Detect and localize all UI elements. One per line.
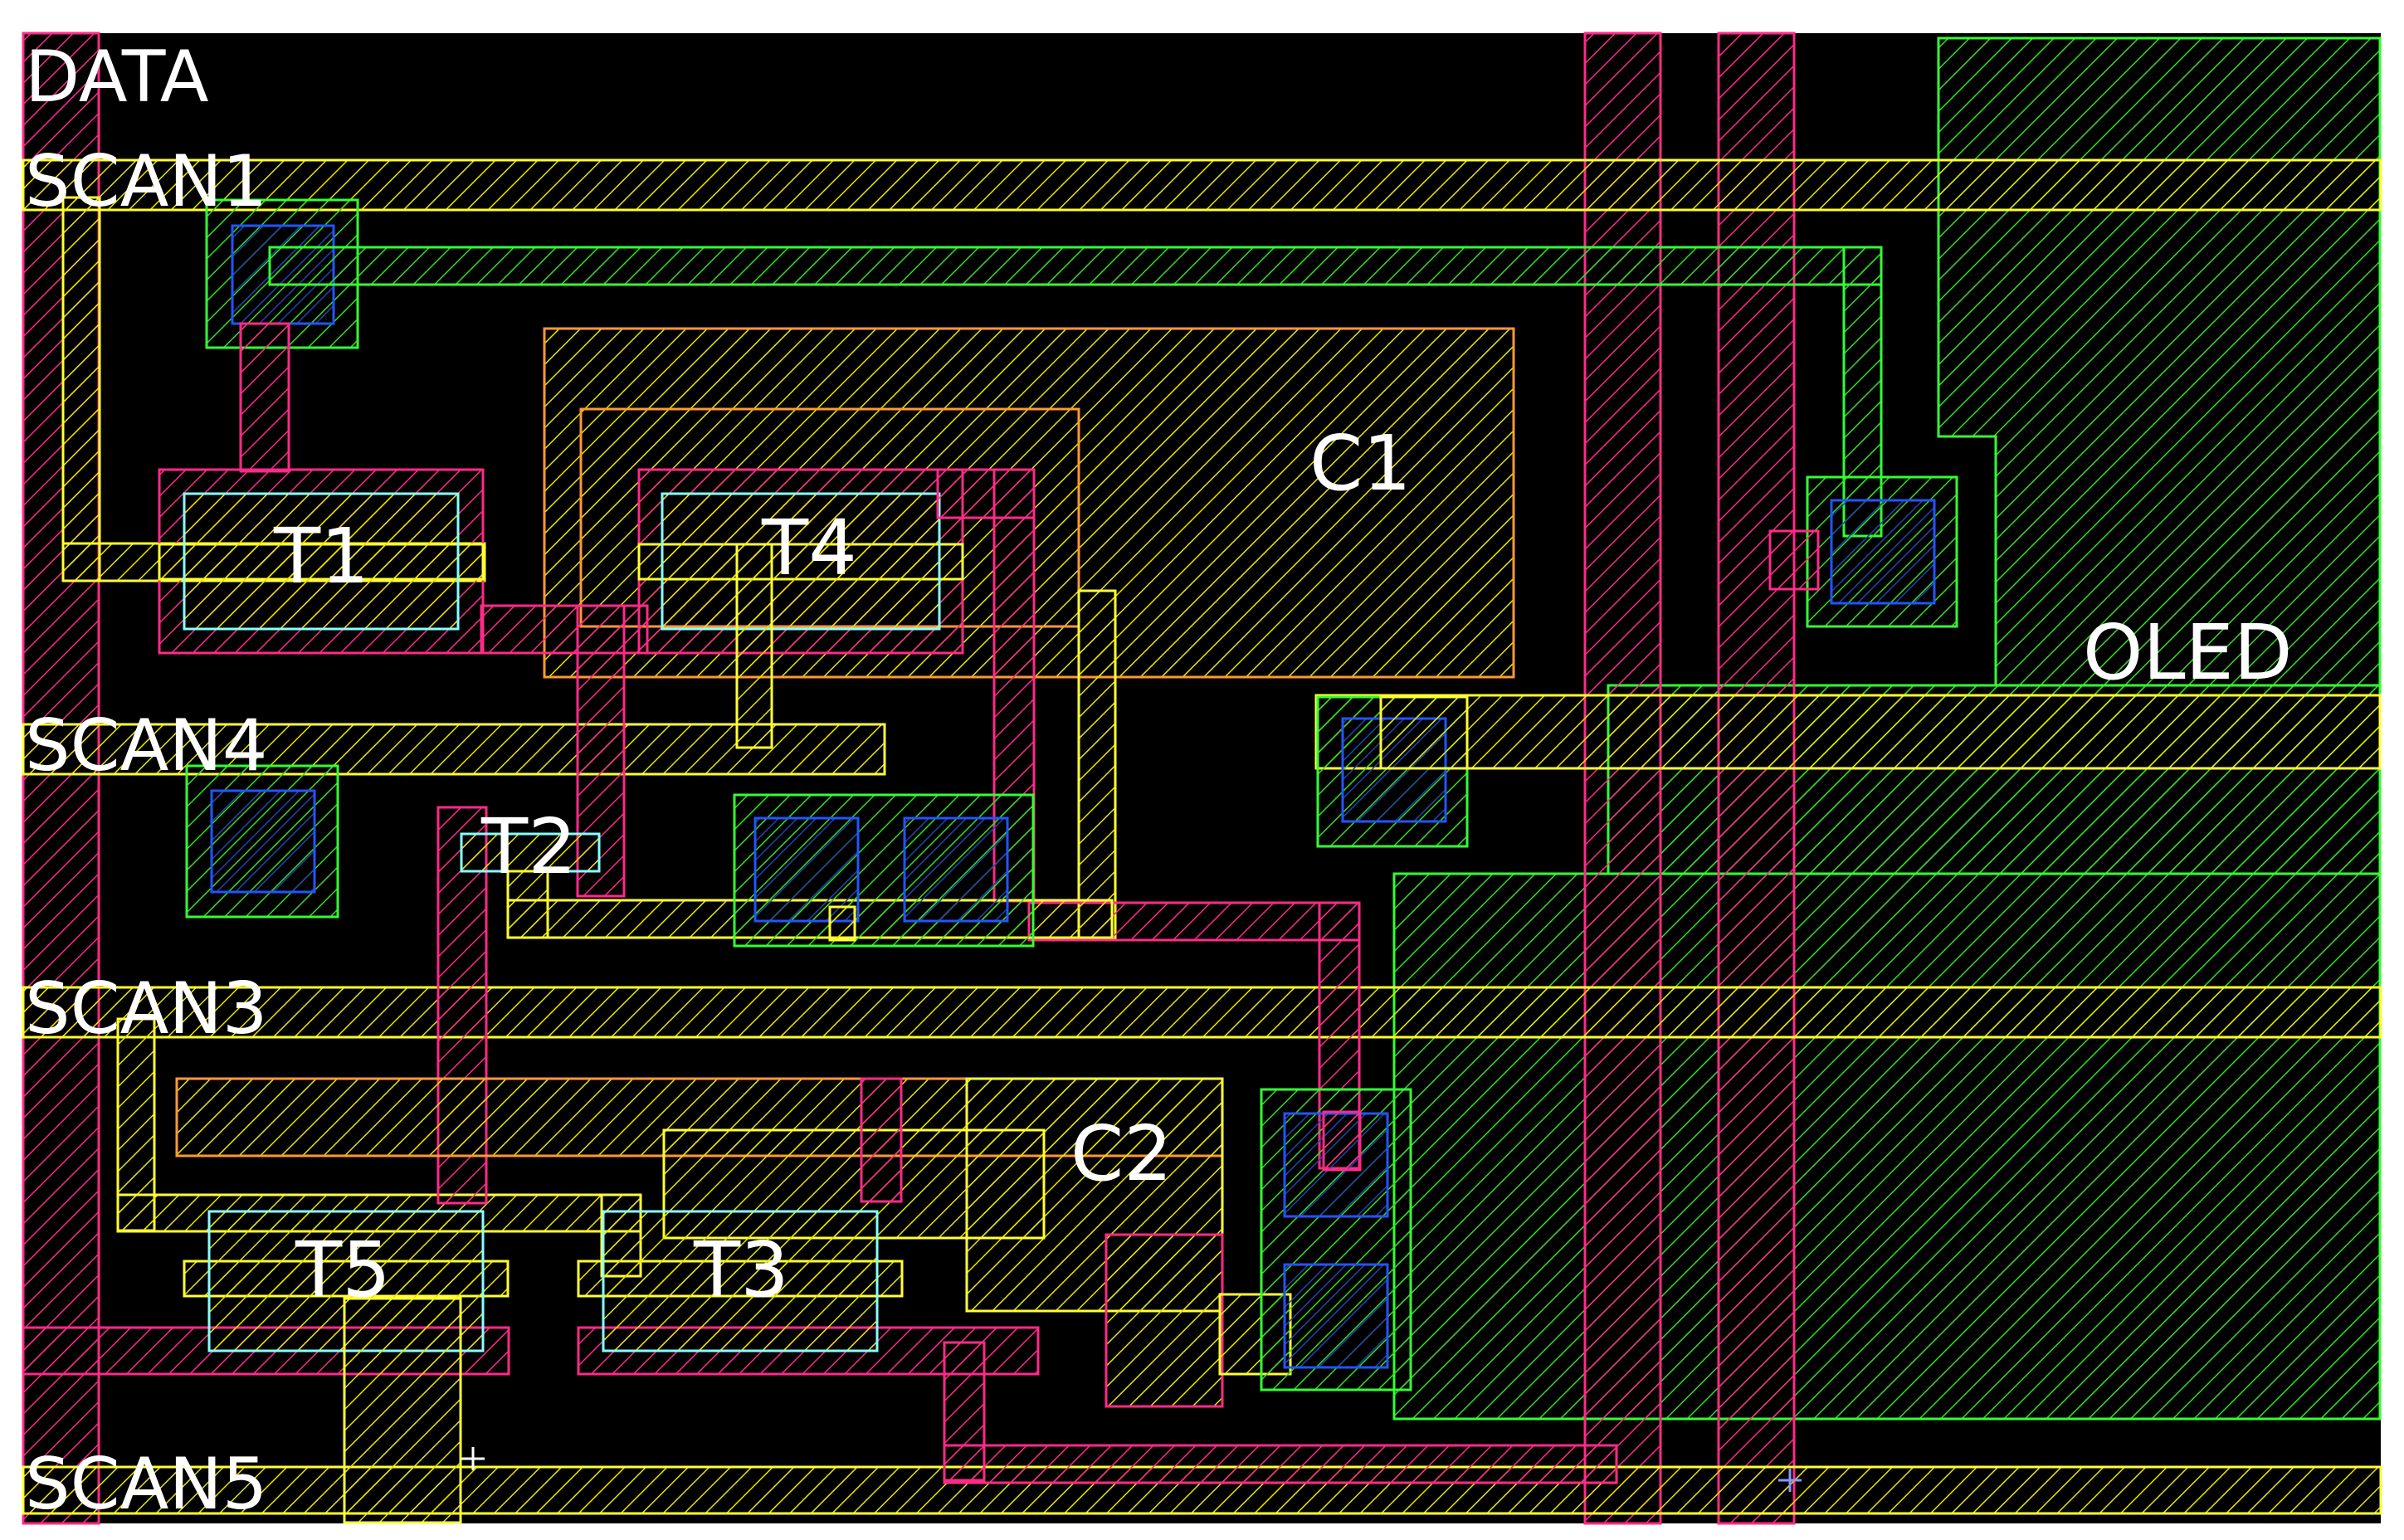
transistor-t1 [158,468,485,655]
scan1-line [22,158,2382,212]
label-c2: C2 [1070,1109,1173,1198]
label-t5: T5 [295,1226,391,1314]
scan3-line [22,986,2382,1039]
transistor-t3 [577,1210,1040,1376]
label-data: DATA [25,36,209,119]
lower-right-contacts [1260,1088,1412,1391]
label-scan1: SCAN1 [25,140,268,223]
label-oled: OLED [2083,608,2293,697]
scan4-line-right [1314,694,2382,770]
scan4-contact-left [185,764,339,919]
scan4-contact-right [1316,695,1469,848]
mid-contact-pair [733,793,1035,948]
crosshair-icon [1778,1469,1802,1492]
vertical-poly-rails [22,32,1796,1525]
label-t2: T2 [480,802,577,891]
crosshair-icon [461,1447,485,1470]
label-scan5: SCAN5 [25,1443,268,1526]
top-contact-route [205,198,1958,628]
bottom-poly-route [943,1341,1618,1484]
transistor-t4 [637,468,964,749]
capacitor-c2 [175,1077,1292,1408]
label-t4: T4 [761,504,857,592]
label-t1: T1 [273,512,369,601]
label-c1: C1 [1309,419,1412,508]
label-scan4: SCAN4 [25,704,268,787]
label-scan3: SCAN3 [25,967,268,1050]
label-t3: T3 [693,1226,789,1314]
transistor-t5 [22,1210,510,1524]
